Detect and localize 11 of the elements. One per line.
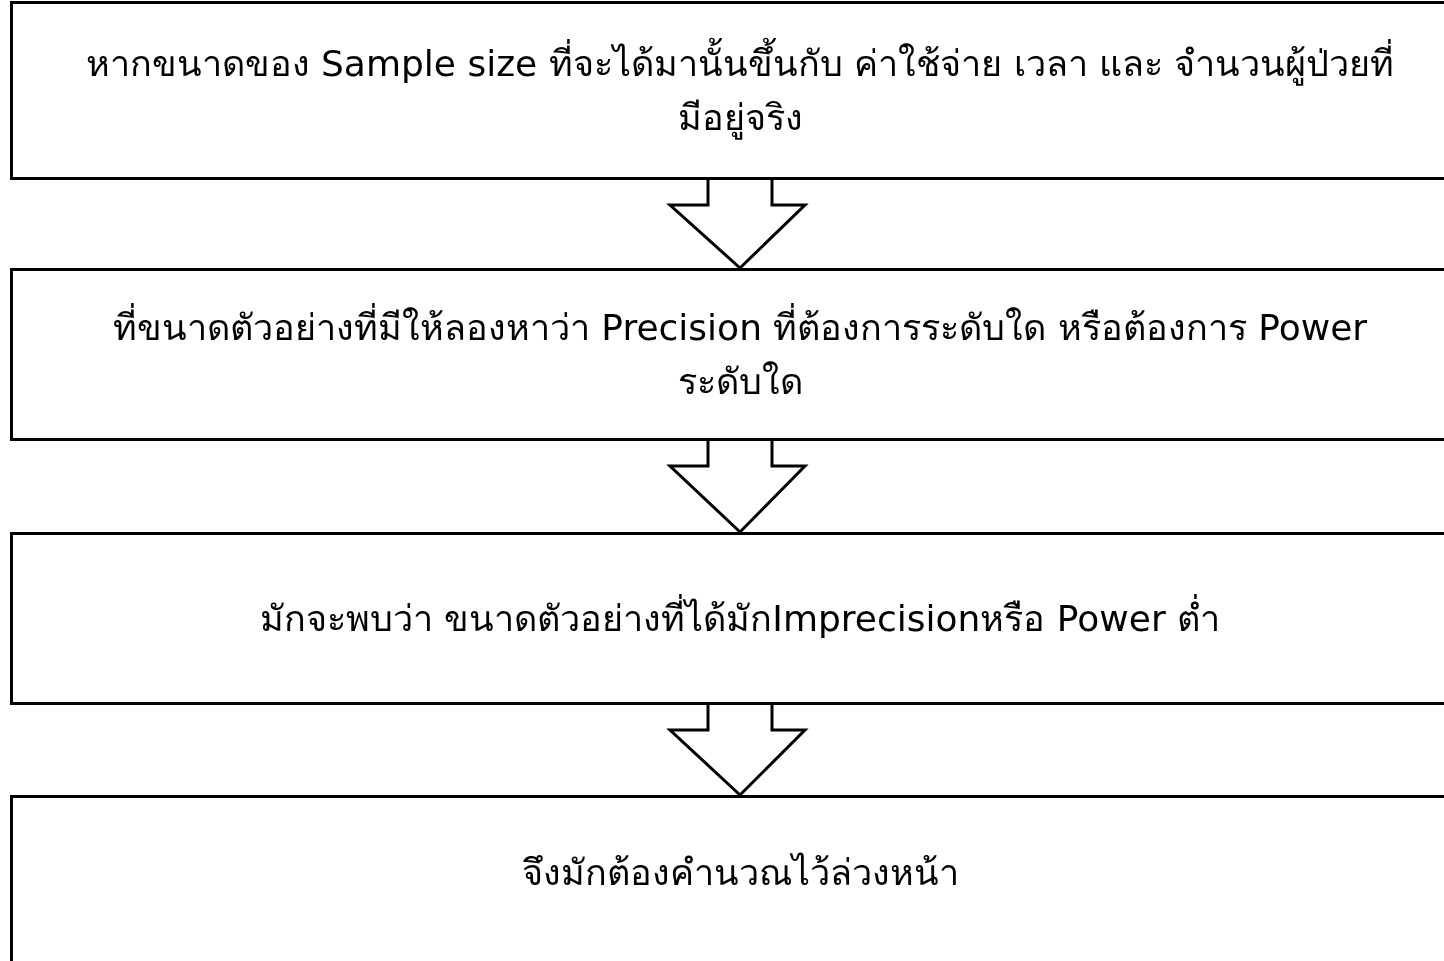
block-arrow — [666, 703, 809, 798]
process-box — [10, 268, 1444, 441]
block-arrow — [666, 439, 809, 535]
box-text: ที่ขนาดตัวอย่างที่มีให้ลองหาว่า Precision ที่ต้องการระดับใด หรือต้องการ Power ระดับใด — [75, 300, 1405, 409]
process-box — [10, 532, 1444, 705]
box-text: หากขนาดของ Sample size ที่จะได้มานั้นขึ้นกับ ค่าใช้จ่าย เวลา และ จำนวนผู้ป่วยที่มีอยู่จริง — [75, 36, 1405, 145]
process-box — [10, 795, 1444, 961]
process-box — [10, 1, 1444, 180]
block-arrow — [666, 178, 809, 271]
box-text: มักจะพบว่า ขนาดตัวอย่างที่ได้มักImprecisionหรือ Power ต่ำ — [259, 591, 1221, 646]
box-text: จึงมักต้องคำนวณไว้ล่วงหน้า — [521, 850, 959, 895]
